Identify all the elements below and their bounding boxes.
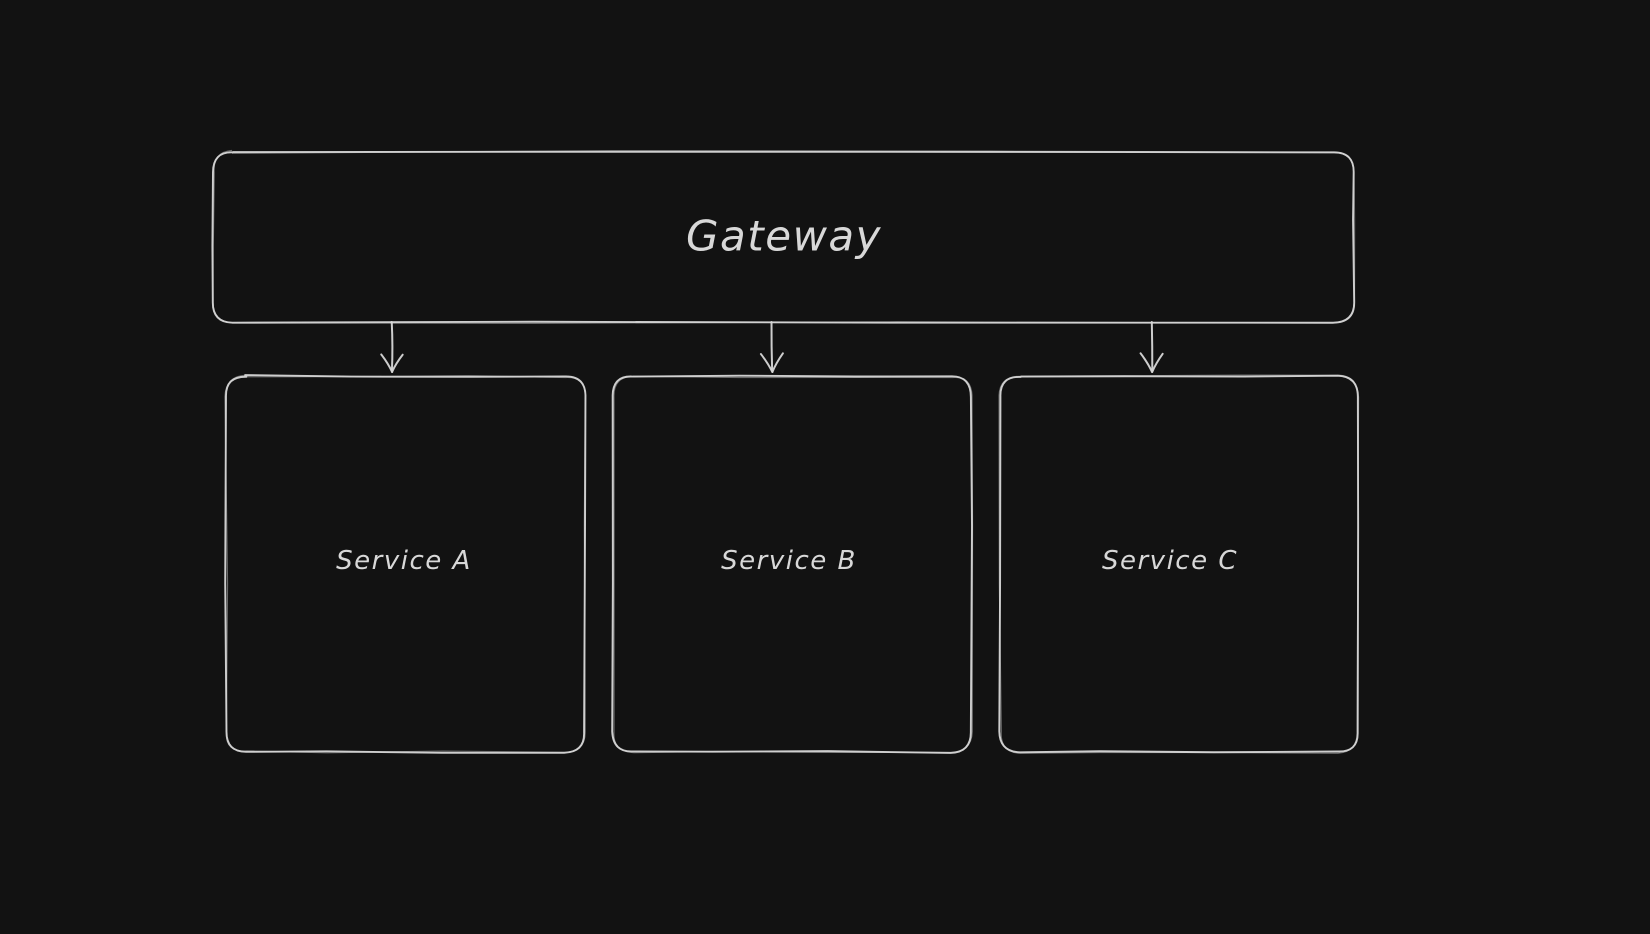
- node-outline-service-c: [998, 374, 1360, 754]
- edge-arrowhead-left-edge-gateway-service-b: [759, 353, 774, 373]
- node-service-a[interactable]: [226, 376, 585, 752]
- node-service-b[interactable]: [613, 376, 971, 752]
- node-outline-service-a: [224, 374, 587, 754]
- node-outline-sketch-gateway: [212, 149, 1356, 325]
- node-label-gateway: Gateway: [685, 211, 883, 261]
- edge-arrowhead-right-edge-gateway-service-c: [1151, 352, 1164, 373]
- edge-arrowhead-left-edge-gateway-service-c: [1139, 352, 1154, 373]
- node-outline-service-b: [611, 374, 973, 754]
- edge-shaft-edge-gateway-service-b: [770, 321, 774, 372]
- node-label-service-b: Service B: [721, 546, 857, 576]
- node-outline-sketch-service-c: [998, 374, 1360, 754]
- edge-arrowhead-right-edge-gateway-service-b: [771, 352, 784, 373]
- node-outline-sketch-service-a: [224, 374, 586, 754]
- node-gateway[interactable]: [213, 152, 1354, 322]
- edge-shaft-edge-gateway-service-a: [390, 321, 394, 372]
- node-label-service-c: Service C: [1101, 546, 1239, 576]
- node-outline-gateway: [211, 150, 1356, 324]
- node-label-service-a: Service A: [336, 546, 472, 576]
- edge-arrowhead-right-edge-gateway-service-a: [391, 353, 404, 373]
- node-outline-sketch-service-b: [613, 375, 974, 754]
- edge-arrowhead-left-edge-gateway-service-a: [380, 353, 394, 373]
- node-service-c[interactable]: [1000, 376, 1358, 752]
